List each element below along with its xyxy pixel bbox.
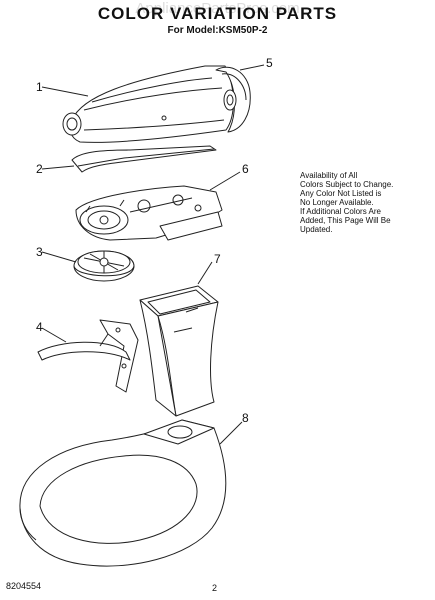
callout-6: 6	[242, 162, 249, 176]
watermark: AppliancePartsPros.com	[135, 0, 300, 17]
part-3-planetary-gear	[73, 250, 135, 282]
part-8-base	[19, 419, 227, 567]
note-line: No Longer Available.	[300, 198, 374, 207]
note-line: Updated.	[300, 225, 333, 234]
note-line: Availability of All	[300, 171, 358, 180]
callout-8: 8	[242, 411, 249, 425]
part-7-column	[139, 285, 219, 417]
note-line: Colors Subject to Change.	[300, 180, 394, 189]
page-number: 2	[212, 583, 218, 593]
leader-lines	[41, 64, 265, 445]
callout-4: 4	[36, 320, 43, 334]
availability-note: Availability of All Colors Subject to Ch…	[300, 171, 430, 234]
part-6-gear-case	[75, 185, 223, 241]
note-line: If Additional Colors Are	[300, 207, 381, 216]
note-line: Added, This Page Will Be	[300, 216, 391, 225]
callout-numbers: 1 5 2 6 3 7 4 8	[36, 56, 273, 425]
callout-5: 5	[266, 56, 273, 70]
part-5-end-cap	[215, 66, 251, 133]
callout-2: 2	[36, 162, 43, 176]
part-1-motor-housing	[62, 65, 234, 143]
model-subtitle: For Model:KSM50P-2	[167, 25, 268, 36]
document-code: 8204554	[6, 581, 42, 591]
page-title: COLOR VARIATION PARTS	[97, 4, 338, 23]
callout-3: 3	[36, 245, 43, 259]
note-line: Any Color Not Listed is	[300, 189, 382, 198]
callout-7: 7	[214, 252, 221, 266]
part-2-trim-band	[71, 145, 217, 173]
part-4-clamp-band	[37, 319, 139, 393]
callout-1: 1	[36, 80, 43, 94]
